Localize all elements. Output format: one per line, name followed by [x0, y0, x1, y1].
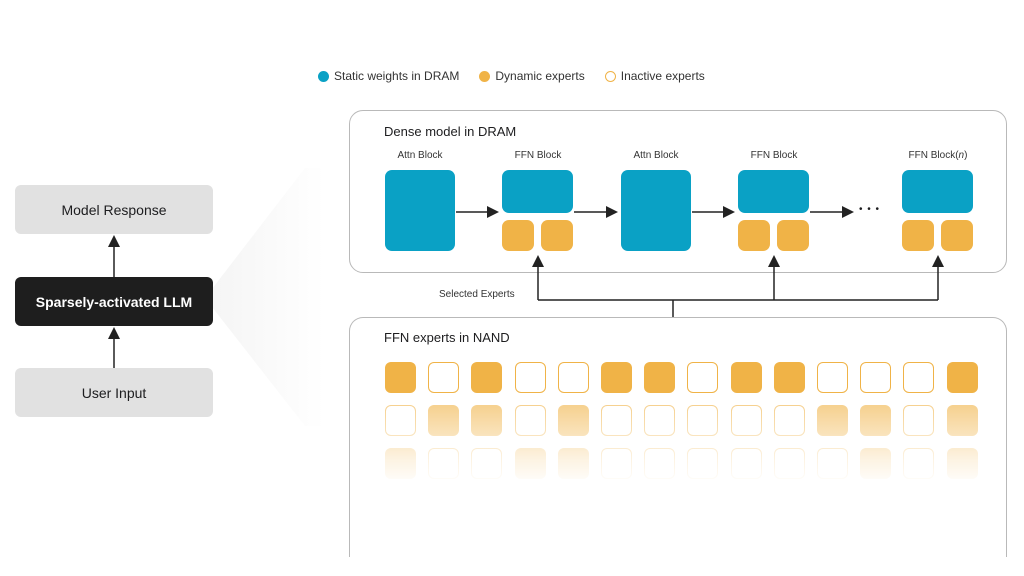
block-label-5: FFN Block(n) — [888, 150, 988, 161]
legend-static: Static weights in DRAM — [318, 69, 459, 83]
selected-experts-label: Selected Experts — [439, 289, 515, 300]
nand-expert-r1-c3 — [471, 362, 503, 393]
nand-expert-r1-c4 — [514, 362, 546, 393]
nand-expert-r1-c10 — [773, 362, 805, 393]
block-label-5-var: n — [958, 150, 965, 161]
nand-expert-r1-c2 — [428, 362, 460, 393]
nand-expert-r1-c6 — [601, 362, 632, 393]
model-response-box: Model Response — [15, 185, 213, 234]
ffn-block-n-static — [902, 170, 973, 213]
block-label-1: Attn Block — [397, 150, 443, 161]
model-response-label: Model Response — [61, 201, 167, 218]
block-label-5-suffix: ) — [964, 150, 968, 161]
zoom-cone — [205, 168, 325, 426]
nand-expert-r1-c13 — [903, 362, 935, 393]
nand-expert-r1-c12 — [860, 362, 892, 393]
legend: Static weights in DRAM Dynamic experts I… — [318, 69, 705, 83]
block-label-2: FFN Block — [514, 150, 562, 161]
block-label-5-prefix: FFN Block( — [908, 150, 959, 161]
nand-expert-r1-c9 — [730, 362, 762, 393]
nand-expert-r1-c11 — [817, 362, 848, 393]
legend-inactive-label: Inactive experts — [620, 69, 705, 83]
user-input-label: User Input — [81, 384, 147, 401]
block-label-4: FFN Block — [750, 150, 798, 161]
sparse-llm-label: Sparsely-activated LLM — [35, 293, 193, 310]
ffn-block-n-expert-a — [902, 220, 934, 251]
nand-expert-r1-c5 — [557, 362, 589, 393]
ffn-block-2-static — [738, 170, 809, 213]
attn-block-1 — [385, 170, 455, 251]
legend-static-label: Static weights in DRAM — [334, 69, 460, 83]
nand-expert-r1-c14 — [946, 362, 978, 393]
block-label-3: Attn Block — [633, 150, 679, 161]
ffn-block-2-expert-a — [738, 220, 770, 251]
sparse-llm-box: Sparsely-activated LLM — [15, 277, 213, 326]
user-input-box: User Input — [15, 368, 213, 417]
ellipsis: • • • — [859, 204, 881, 215]
dynamic-experts-dot-icon — [479, 70, 491, 82]
attn-block-2 — [621, 170, 691, 251]
ffn-block-1-static — [502, 170, 573, 213]
nand-expert-r1-c7 — [644, 362, 676, 393]
ffn-block-1-expert-b — [541, 220, 573, 251]
ffn-block-1-expert-a — [502, 220, 534, 251]
ffn-block-n-expert-b — [941, 220, 973, 251]
nand-fade — [350, 400, 1006, 510]
legend-dynamic: Dynamic experts — [479, 69, 585, 83]
legend-inactive: Inactive experts — [604, 69, 705, 83]
legend-dynamic-label: Dynamic experts — [495, 69, 585, 83]
dense-model-title: Dense model in DRAM — [384, 124, 517, 139]
inactive-experts-dot-icon — [604, 70, 616, 82]
nand-title: FFN experts in NAND — [384, 330, 510, 345]
static-weights-dot-icon — [318, 70, 329, 82]
ffn-block-2-expert-b — [777, 220, 809, 251]
nand-expert-r1-c8 — [687, 362, 719, 393]
nand-expert-r1-c1 — [385, 362, 416, 393]
